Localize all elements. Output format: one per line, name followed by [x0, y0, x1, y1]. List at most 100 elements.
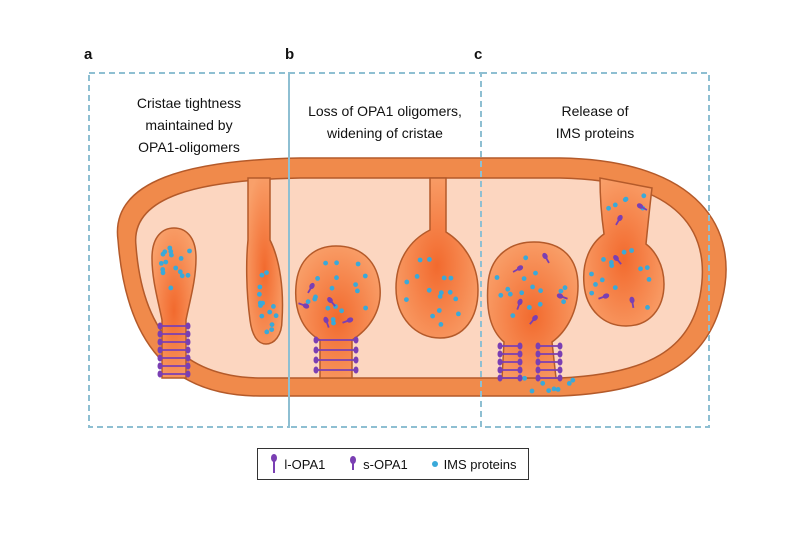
- s-opa1-fragment: [542, 252, 550, 264]
- ims-dot: [414, 274, 420, 279]
- ims-dot: [404, 297, 409, 302]
- l-opa1-strand-head: [497, 366, 503, 374]
- s-opa1-fragment: [636, 203, 648, 211]
- ims-dot: [257, 291, 262, 297]
- ims-dot: [453, 296, 459, 302]
- l-opa1-strand-head: [497, 374, 503, 382]
- ims-dot: [269, 322, 275, 327]
- l-opa1-oligomer-head: [157, 338, 163, 346]
- ims-dot: [621, 249, 627, 255]
- ims-dot-released: [566, 381, 572, 386]
- s-opa1-fragment: [512, 265, 524, 273]
- ims-dot-released: [551, 386, 557, 392]
- l-opa1-strand-head: [557, 350, 563, 358]
- ims-dot: [355, 261, 361, 267]
- ims-dot: [260, 300, 265, 306]
- l-opa1-oligomer-head: [157, 362, 163, 370]
- ims-dot: [404, 279, 410, 285]
- panel-b-frame: [288, 72, 482, 428]
- ims-dot: [589, 271, 594, 277]
- l-opa1-strand-head: [497, 342, 503, 350]
- l-opa1-strand-head: [557, 374, 563, 382]
- panel-c-caption: Release of IMS proteins: [555, 103, 635, 141]
- ims-dot: [334, 260, 339, 266]
- ims-dot-released: [540, 380, 546, 386]
- ims-dot: [355, 288, 360, 294]
- l-opa1-strand-head: [535, 374, 541, 382]
- ims-dot: [169, 252, 174, 258]
- l-opa1-oligomer-head: [157, 322, 163, 330]
- ims-dot: [269, 327, 275, 332]
- l-opa1-oligomer-head: [185, 322, 191, 330]
- panel-a-letter: a: [84, 46, 93, 63]
- s-opa1-icon: [350, 456, 357, 470]
- legend-label-ims: IMS proteins: [443, 456, 517, 472]
- l-opa1-strand-head: [497, 358, 503, 366]
- ims-dot: [264, 270, 269, 275]
- ims-dot: [273, 313, 279, 319]
- ims-dot: [498, 292, 504, 298]
- s-opa1-fragment: [598, 293, 610, 300]
- l-opa1-oligomer-head: [185, 346, 191, 354]
- ims-dot: [521, 276, 527, 281]
- s-opa1-fragment: [323, 316, 330, 328]
- ims-dot-released: [641, 193, 647, 199]
- l-opa1-strand-head: [557, 358, 563, 366]
- ims-dot: [187, 248, 192, 254]
- ims-dot: [523, 255, 529, 261]
- ims-dot: [456, 311, 461, 317]
- ims-dot: [430, 313, 435, 319]
- ims-dot: [562, 285, 568, 291]
- ims-dot: [599, 277, 605, 283]
- ims-dot: [589, 290, 595, 296]
- ims-dot: [609, 263, 615, 268]
- legend-label-s-opa1: s-OPA1: [363, 456, 408, 472]
- l-opa1-oligomer-head: [353, 346, 359, 354]
- l-opa1-strand-head: [557, 342, 563, 350]
- l-opa1-strand-head: [517, 358, 523, 366]
- ims-dot: [494, 275, 500, 280]
- l-opa1-oligomer-head: [185, 338, 191, 346]
- ims-dot: [163, 259, 169, 265]
- crista-a-left: [151, 227, 197, 379]
- ims-dot-released: [606, 205, 611, 211]
- l-opa1-strand-head: [517, 342, 523, 350]
- l-opa1-oligomer-head: [185, 330, 191, 338]
- ims-dot-released: [529, 388, 535, 394]
- panel-b-letter: b: [285, 46, 295, 63]
- ims-dot: [329, 285, 335, 291]
- ims-dot: [271, 304, 276, 309]
- ims-dot: [437, 294, 443, 299]
- l-opa1-oligomer-head: [353, 366, 359, 374]
- ims-dot: [334, 275, 339, 281]
- ims-dot-released: [612, 202, 618, 208]
- l-opa1-icon: [271, 454, 278, 473]
- s-opa1-fragment: [613, 255, 622, 265]
- ims-dot-released: [522, 375, 527, 381]
- ims-dot: [538, 288, 543, 294]
- ims-dot: [510, 313, 516, 318]
- l-opa1-oligomer-head: [313, 366, 319, 374]
- legend-item-s-opa1: s-OPA1: [348, 453, 408, 475]
- ims-dot: [438, 322, 444, 327]
- ims-dot: [313, 294, 318, 300]
- ims-dot: [264, 329, 270, 335]
- s-opa1-fragment: [615, 214, 623, 226]
- ims-protein-dots: [158, 193, 652, 394]
- panel-a-caption: Cristae tightness maintained by OPA1-oli…: [136, 95, 242, 155]
- ims-dot: [178, 256, 184, 261]
- l-opa1-oligomer-head: [353, 356, 359, 364]
- panel-c-letter: c: [474, 46, 483, 63]
- l-opa1-oligomer-head: [313, 336, 319, 344]
- ims-dot: [612, 285, 618, 290]
- s-opa1-fragment: [556, 293, 568, 300]
- ims-dot: [325, 305, 331, 311]
- ims-dot: [330, 317, 336, 322]
- l-opa1-oligomer-head: [185, 370, 191, 378]
- l-opa1-oligomer-head: [157, 370, 163, 378]
- ims-dot: [436, 308, 442, 313]
- panel-a-frame: [88, 72, 290, 428]
- l-opa1-strand-head: [535, 350, 541, 358]
- l-opa1-strand-head: [535, 366, 541, 374]
- crista-a-right: [245, 177, 284, 345]
